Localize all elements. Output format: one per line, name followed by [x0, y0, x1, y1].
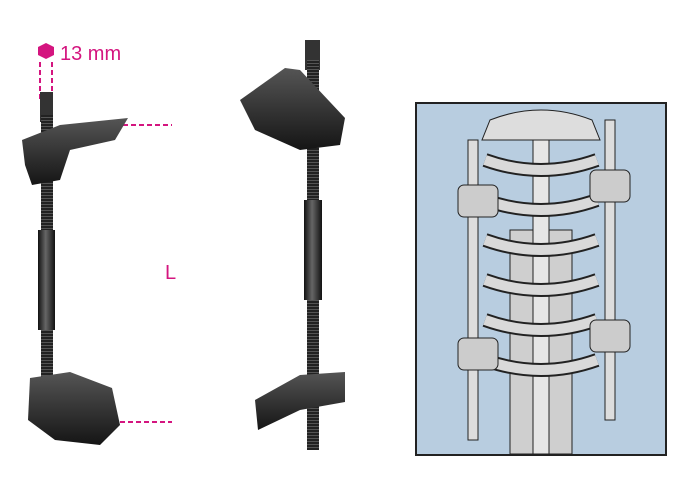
hex-icon — [38, 43, 54, 59]
hex-size-label: 13 mm — [60, 43, 122, 65]
spring-compressor-middle — [240, 40, 345, 450]
installation-illustration — [415, 102, 667, 456]
length-label: L — [165, 262, 177, 284]
spring-compressor-left — [22, 43, 172, 445]
